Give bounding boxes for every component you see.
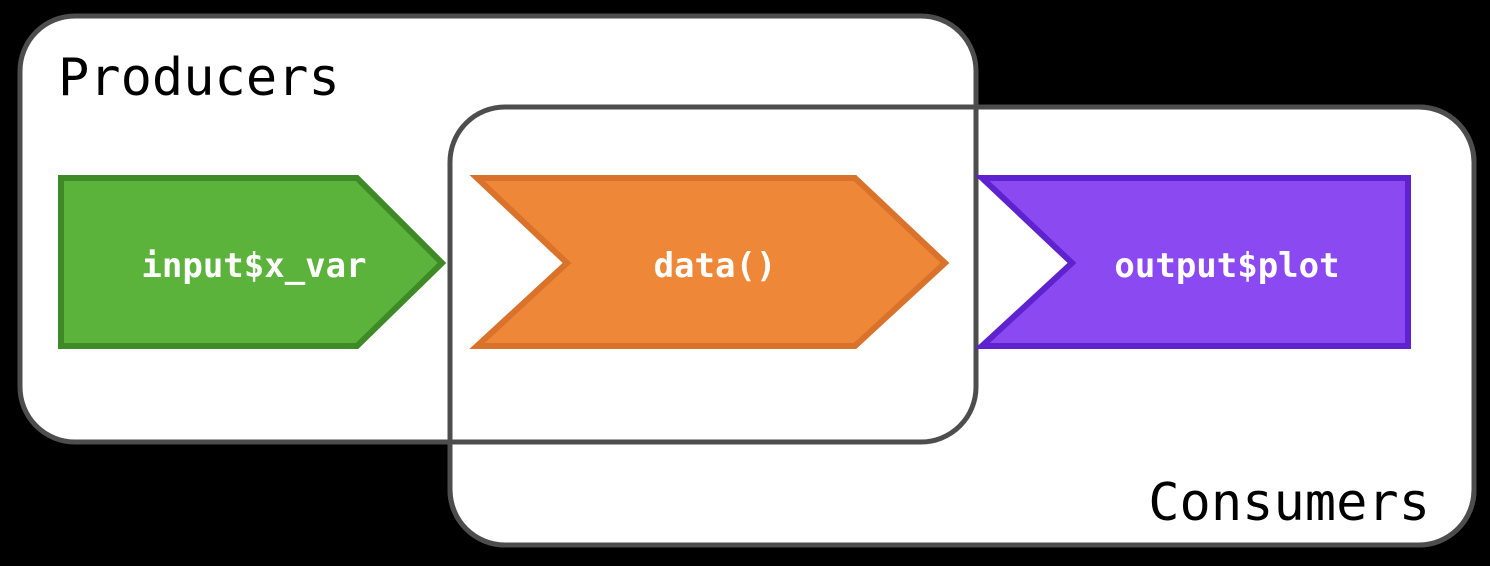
data-node-shape: [469, 175, 950, 349]
consumers-group-outline: [447, 104, 1477, 548]
consumers-label: Consumers: [1148, 473, 1430, 533]
data-node-label: data(): [654, 246, 777, 286]
input-node-label: input$x_var: [141, 246, 366, 286]
output-node-shape: [974, 175, 1411, 349]
output-node-label: output$plot: [1114, 246, 1339, 286]
input-node-shape: [58, 175, 447, 349]
producers-label: Producers: [58, 48, 340, 108]
